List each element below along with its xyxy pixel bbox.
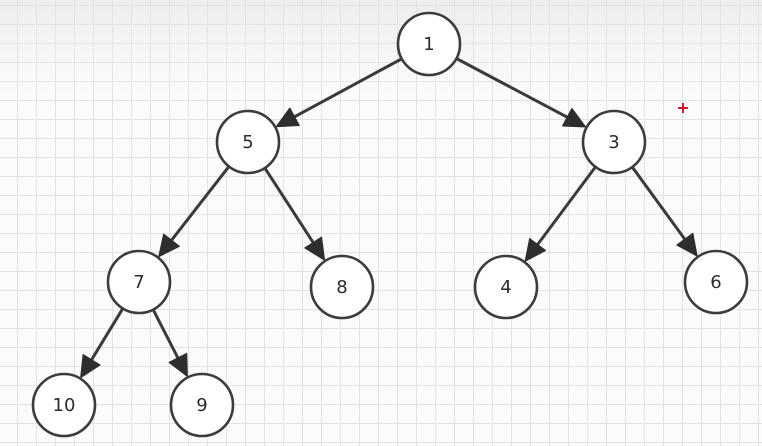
node-label: 8 xyxy=(336,277,347,298)
edge-line xyxy=(534,165,597,248)
node-label: 10 xyxy=(53,395,76,416)
tree-node-5[interactable]: 5 xyxy=(215,109,281,175)
crosshair-cursor-icon xyxy=(676,101,690,115)
node-circle xyxy=(169,372,235,438)
edge-line xyxy=(151,308,181,362)
edge-n3-n4 xyxy=(524,165,597,262)
edge-n7-n9 xyxy=(151,308,188,378)
tree-node-8[interactable]: 8 xyxy=(309,254,375,320)
tree-node-9[interactable]: 9 xyxy=(169,372,235,438)
node-circle xyxy=(683,249,749,315)
edge-n3-n6 xyxy=(631,166,698,257)
edge-line xyxy=(168,165,231,244)
edge-n1-n3 xyxy=(455,57,587,128)
tree-node-1[interactable]: 1 xyxy=(396,11,462,77)
crosshair-vertical xyxy=(682,103,684,113)
arrowhead-icon xyxy=(80,354,101,379)
node-circle xyxy=(309,254,375,320)
node-label: 9 xyxy=(196,395,207,416)
edge-line xyxy=(291,57,403,120)
arrowhead-icon xyxy=(561,107,587,128)
edge-n5-n8 xyxy=(263,167,326,261)
node-circle xyxy=(215,109,281,175)
node-label: 1 xyxy=(423,34,434,55)
arrowhead-icon xyxy=(304,236,326,261)
node-label: 3 xyxy=(608,132,619,153)
edge-line xyxy=(455,57,571,120)
arrowhead-icon xyxy=(524,238,547,262)
edges-layer xyxy=(80,57,698,379)
edge-n5-n7 xyxy=(158,165,231,258)
arrowhead-icon xyxy=(676,232,698,257)
node-circle xyxy=(31,372,97,438)
node-label: 5 xyxy=(242,132,253,153)
edge-line xyxy=(263,167,317,246)
node-circle xyxy=(396,11,462,77)
node-label: 4 xyxy=(500,277,511,298)
edge-n1-n5 xyxy=(275,57,403,128)
node-label: 7 xyxy=(133,272,144,293)
arrowhead-icon xyxy=(168,352,188,378)
edge-line xyxy=(88,307,125,364)
nodes-layer: 1 5 3 7 8 4 6 10 9 xyxy=(31,11,749,438)
edge-n7-n10 xyxy=(80,307,125,379)
edge-line xyxy=(631,166,688,243)
tree-node-6[interactable]: 6 xyxy=(683,249,749,315)
tree-node-10[interactable]: 10 xyxy=(31,372,97,438)
tree-node-4[interactable]: 4 xyxy=(473,254,539,320)
tree-node-3[interactable]: 3 xyxy=(581,109,647,175)
node-circle xyxy=(581,109,647,175)
tree-node-7[interactable]: 7 xyxy=(106,249,172,315)
arrowhead-icon xyxy=(275,107,300,128)
node-circle xyxy=(473,254,539,320)
node-circle xyxy=(106,249,172,315)
node-label: 6 xyxy=(710,272,721,293)
arrowhead-icon xyxy=(158,233,180,258)
